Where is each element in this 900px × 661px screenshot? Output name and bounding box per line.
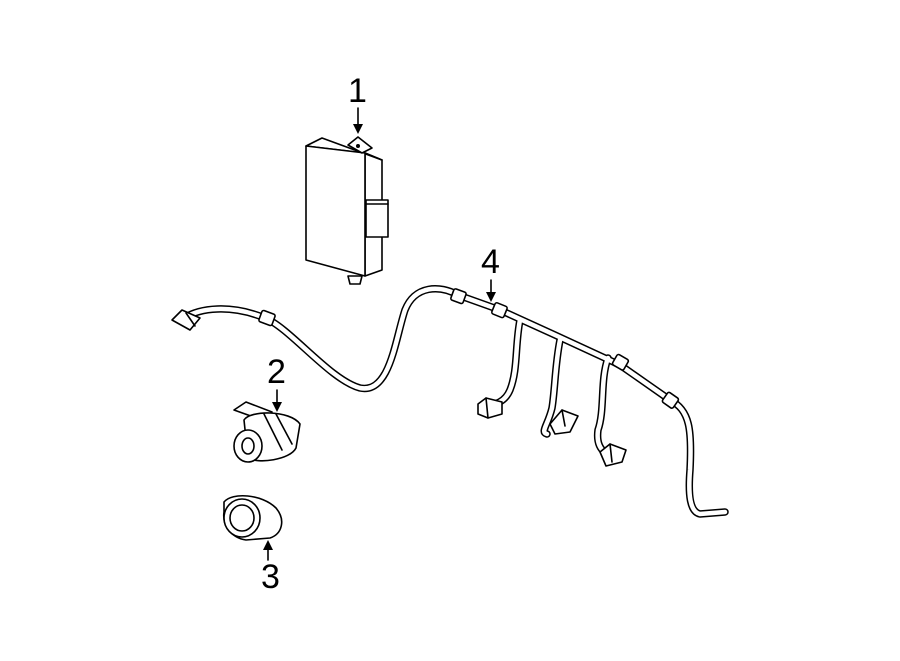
arrowhead-icon [272, 402, 282, 412]
callout-1: 1 [348, 72, 367, 134]
callout-3: 3 [261, 540, 280, 596]
callout-label-4: 4 [481, 243, 500, 281]
callout-label-1: 1 [348, 72, 367, 110]
arrowhead-icon [263, 540, 273, 550]
arrowhead-icon [486, 292, 496, 302]
harness-clip [611, 353, 630, 371]
harness-clip [490, 301, 508, 319]
sensor-retainer [222, 495, 283, 541]
control-module [305, 136, 389, 285]
harness-connector [599, 443, 627, 467]
harness-connector [477, 397, 503, 419]
harness-clip [450, 288, 467, 305]
callout-4: 4 [481, 243, 500, 302]
wiring-harness [171, 285, 729, 518]
harness-connector [171, 309, 201, 331]
harness-clip [661, 391, 680, 409]
arrowhead-icon [353, 124, 363, 134]
callout-label-3: 3 [261, 558, 280, 596]
callout-2: 2 [267, 353, 286, 412]
harness-clip [258, 309, 276, 327]
callout-label-2: 2 [267, 353, 286, 391]
harness-connector [549, 409, 579, 435]
parking-sensor [233, 401, 301, 463]
